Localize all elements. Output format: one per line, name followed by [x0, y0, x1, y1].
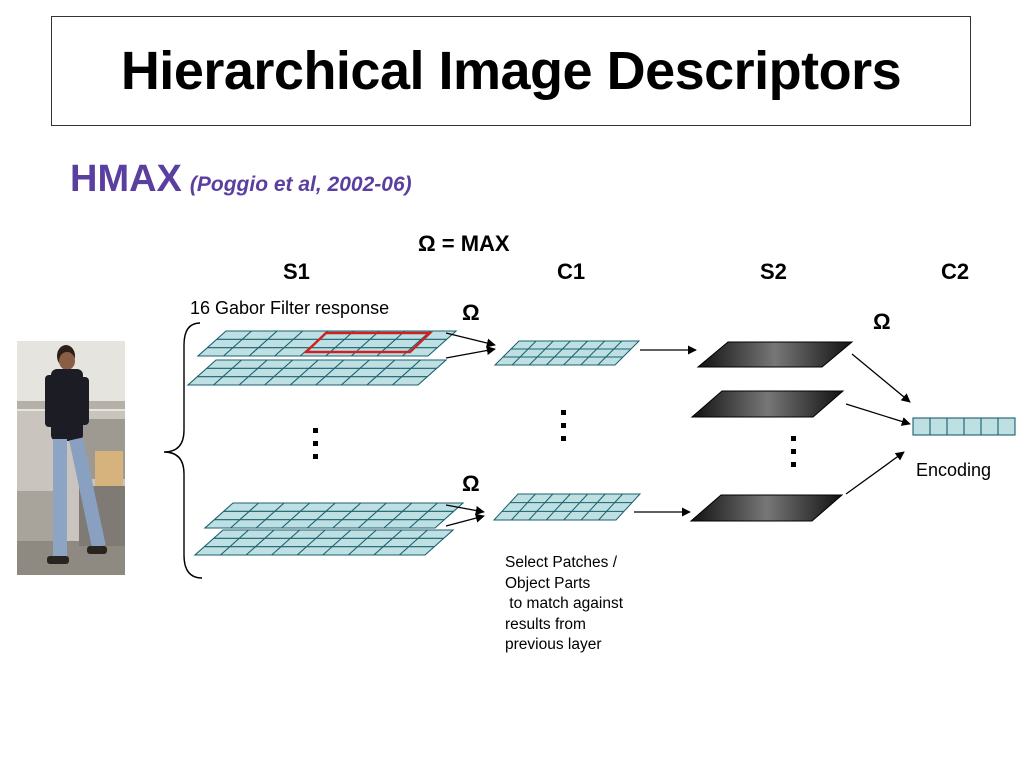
s2-map-top [696, 341, 854, 368]
grouping-brace [163, 322, 203, 579]
arrows-s2-c2 [845, 353, 911, 495]
s2-map-bottom [689, 494, 844, 522]
c2-encoding-vector [912, 417, 1016, 436]
gabor-label: 16 Gabor Filter response [190, 298, 390, 318]
s1-grid-bottom-front [193, 529, 455, 556]
stage-label-s1: S1 [283, 259, 310, 284]
omega-label-bottom: Ω [462, 471, 480, 496]
highlight-patch [302, 331, 434, 354]
pedestrian-image [17, 341, 125, 575]
page-title: Hierarchical Image Descriptors [120, 41, 902, 101]
c1-pooled-grids [492, 340, 642, 521]
s1-filter-grids [186, 330, 465, 556]
s1-grid-bottom-back [203, 502, 465, 529]
s1-grid-top-back [196, 330, 458, 357]
stage-label-c2: C2 [941, 259, 970, 284]
omega-definition: Ω = MAX [418, 231, 510, 256]
s1-grid-top-front [186, 359, 448, 386]
pedestrian-photo [17, 341, 125, 575]
c1-grid-bottom [492, 493, 642, 521]
ellipsis-dots [313, 410, 796, 467]
omega-label-c2: Ω [873, 309, 891, 334]
arrows-s1-c1 [445, 332, 496, 527]
subtitle-hmax: HMAX [70, 158, 182, 200]
encoding-label: Encoding [916, 460, 992, 480]
omega-label-top: Ω [462, 300, 480, 325]
stage-label-c1: C1 [557, 259, 586, 284]
subtitle-citation: (Poggio et al, 2002-06) [189, 173, 412, 196]
s2-map-middle [690, 390, 845, 418]
title-box: Hierarchical Image Descriptors [51, 16, 971, 126]
subtitle: HMAX (Poggio et al, 2002-06) [70, 158, 412, 201]
arrows-c1-s2 [634, 345, 697, 517]
c1-grid-top [493, 340, 641, 366]
patch-selection-note: Select Patches / Object Parts to match a… [505, 554, 624, 653]
stage-label-s2: S2 [760, 259, 787, 284]
